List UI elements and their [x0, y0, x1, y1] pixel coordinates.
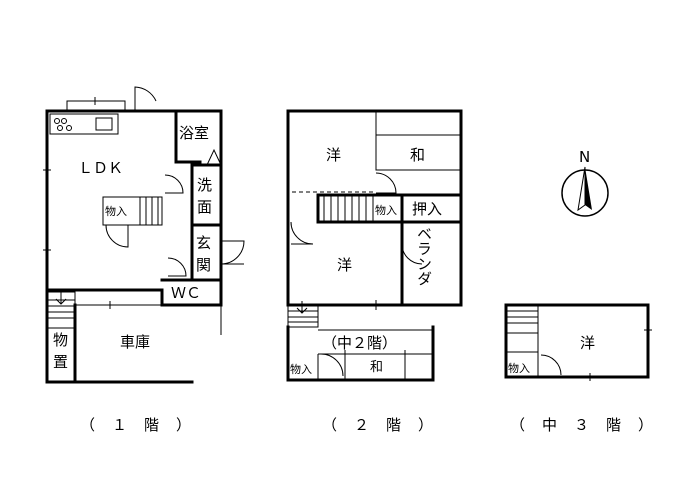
room-storage-2f: 物入 [375, 203, 397, 217]
mezz-2-label: （中２階） [322, 334, 397, 352]
room-closet: 押入 [412, 200, 442, 218]
room-veranda: ベランダ [415, 226, 433, 286]
room-shed-1: 物 [53, 331, 68, 349]
room-japanese-mezz2: 和 [370, 360, 383, 375]
floor-mezz3-caption: （ 中 ３ 階 ） [510, 416, 654, 434]
room-wc: ＷＣ [171, 284, 201, 302]
kitchen-counter [49, 113, 119, 135]
floor-1-caption: （ １ 階 ） [80, 416, 192, 434]
room-western-top: 洋 [326, 146, 341, 164]
room-bath: 浴室 [179, 124, 209, 142]
floor-2-caption: （ ２ 階 ） [322, 416, 434, 434]
floor-mezz3-plan [504, 303, 652, 381]
room-storage-1f: 物入 [105, 204, 127, 218]
room-garage: 車庫 [120, 333, 150, 351]
compass-north-label: N [579, 148, 590, 166]
room-wash-1: 洗 [197, 176, 212, 194]
room-japanese-top: 和 [410, 146, 425, 164]
room-entrance-1: 玄 [196, 234, 211, 252]
room-storage-mezz2: 物入 [290, 362, 312, 376]
room-entrance-2: 関 [196, 256, 211, 274]
compass-icon [561, 166, 609, 217]
room-wash-2: 面 [197, 198, 212, 216]
door-arc-icon [134, 86, 157, 111]
room-shed-2: 置 [53, 353, 68, 371]
room-storage-mezz3: 物入 [508, 361, 530, 375]
room-ldk: ＬＤＫ [78, 159, 123, 177]
floor-2-plan [286, 109, 463, 382]
room-western-mezz3: 洋 [580, 334, 595, 352]
room-western-mid: 洋 [337, 256, 352, 274]
floor-1-plan [43, 86, 245, 384]
